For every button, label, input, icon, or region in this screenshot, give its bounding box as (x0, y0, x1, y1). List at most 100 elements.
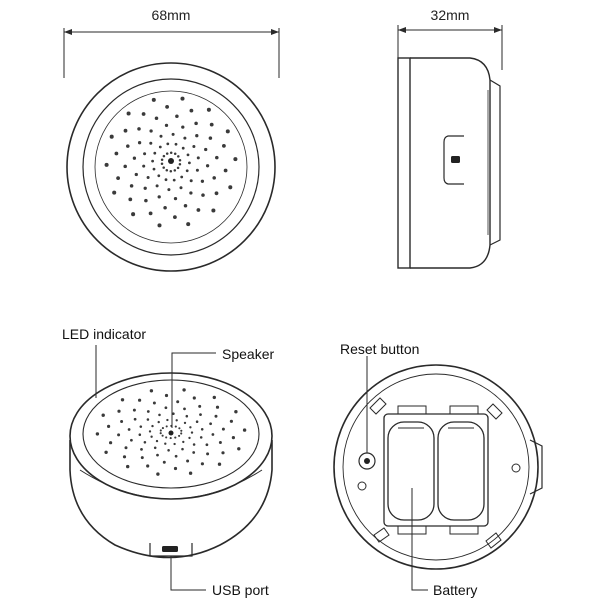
grille-dot (218, 441, 222, 444)
grille-dot (188, 161, 191, 165)
grille-dot (107, 424, 111, 428)
grille-dot (131, 212, 136, 217)
grille-dot (149, 389, 154, 393)
grille-dot (143, 186, 147, 190)
grille-dot (130, 438, 133, 442)
grille-dot (166, 418, 169, 422)
grille-dot (167, 449, 170, 452)
grille-dot (159, 432, 162, 435)
grille-dot (157, 174, 161, 178)
grille-dot (189, 179, 193, 183)
grille-dot (172, 178, 176, 182)
grille-dot (178, 163, 182, 166)
grille-dot (175, 419, 178, 422)
grille-dot (178, 434, 181, 437)
grille-dot (173, 169, 177, 172)
grille-dot (196, 156, 200, 160)
grille-dot (209, 122, 214, 127)
grille-dot (180, 429, 183, 432)
grille-dot (148, 211, 153, 216)
battery-compartment (383, 413, 489, 527)
grille-dot (200, 428, 204, 431)
grille-dot (214, 191, 219, 196)
grille-dot (156, 472, 160, 476)
grille-dot (182, 388, 186, 392)
grille-dot (149, 141, 153, 145)
side-usb-port-icon (443, 135, 464, 185)
grille-dot (188, 471, 193, 475)
grille-dot (126, 464, 130, 469)
grille-dot (146, 410, 150, 413)
grille-dot (192, 396, 196, 400)
grille-dot (206, 452, 210, 456)
led-indicator-label: LED indicator (62, 326, 146, 342)
grille-dot (123, 128, 128, 133)
width-dimension-label: 68mm (152, 7, 191, 23)
usb-port-leader (170, 556, 206, 591)
screw-icon (357, 463, 521, 491)
device-inner-ring (82, 78, 260, 256)
grille-dot (228, 185, 233, 190)
grille-dot (183, 407, 186, 411)
grille-dot (159, 429, 162, 432)
grille-dot (212, 395, 216, 400)
grille-dot (165, 168, 169, 172)
grille-dot (133, 417, 137, 421)
device-top-rim (69, 372, 273, 500)
grille-dot (215, 405, 220, 409)
grille-dot (157, 420, 160, 424)
grille-dot (164, 442, 167, 445)
top-view: 68mm (63, 7, 280, 272)
grille-dot (225, 129, 230, 134)
grille-dot (173, 152, 177, 156)
grille-dot (151, 424, 154, 428)
grille-dot (122, 455, 127, 459)
grille-dot (116, 176, 120, 180)
grille-dot (101, 413, 105, 417)
grille-dot (174, 436, 177, 439)
grille-dot (194, 121, 198, 126)
grille-dot (215, 155, 219, 160)
speaker-label: Speaker (222, 346, 274, 362)
cover-clips (369, 397, 503, 549)
grille-dot (190, 431, 194, 434)
battery-cell-left (387, 421, 435, 521)
device-body-side (69, 440, 273, 559)
grille-dot (175, 114, 179, 119)
grille-dot (153, 151, 157, 155)
grille-dot (148, 430, 152, 433)
grille-dot (180, 96, 185, 101)
led-dot-perspective (168, 430, 174, 436)
grille-dot (164, 178, 168, 182)
grille-dot (211, 433, 215, 436)
grille-dot (109, 134, 114, 139)
led-dot (168, 158, 174, 164)
grille-dot (109, 441, 113, 445)
grille-dot (104, 450, 108, 454)
speaker-grille-dots-perspective (95, 388, 247, 476)
grille-dot (160, 158, 164, 161)
grille-dot (189, 426, 192, 429)
grille-dot (198, 404, 202, 408)
grille-dot (152, 167, 156, 171)
grille-dot (138, 398, 142, 402)
grille-dot (178, 158, 182, 162)
grille-dot (173, 215, 177, 219)
grille-dot (214, 414, 218, 418)
grille-dot (234, 410, 238, 414)
grille-dot (129, 184, 134, 188)
grille-dot (201, 193, 205, 197)
grille-dot (237, 447, 241, 451)
grille-dot (146, 418, 150, 421)
grille-dot (169, 169, 173, 173)
grille-dot (157, 195, 161, 199)
grille-dot (151, 97, 156, 102)
grille-dot (242, 428, 247, 432)
grille-dot (158, 413, 161, 417)
grille-dot (95, 432, 100, 436)
grille-dot (164, 393, 169, 398)
grille-dot (161, 427, 164, 430)
grille-dot (182, 440, 185, 444)
speaker-leader (171, 352, 216, 428)
grille-dot (138, 433, 142, 436)
